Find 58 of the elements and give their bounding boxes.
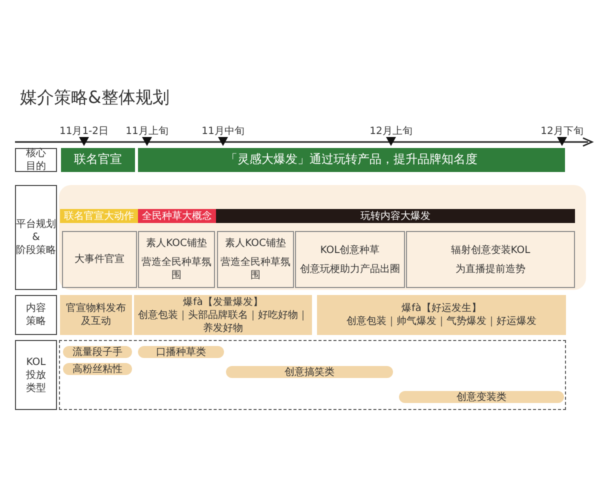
content-box bbox=[60, 295, 132, 335]
content-box bbox=[134, 295, 312, 335]
strategy-card bbox=[295, 231, 405, 288]
stage-bar bbox=[216, 209, 575, 223]
box-text: 玩转内容大爆发 bbox=[360, 210, 430, 222]
timeline-date: 11月中旬 bbox=[202, 124, 244, 138]
box-text: 营造全民种草氛围 bbox=[220, 256, 291, 282]
row-header-box bbox=[15, 295, 57, 335]
box-text: 创意包装｜头部品牌联名｜好吃好物｜养发好物 bbox=[137, 308, 309, 334]
box-text: 创意玩梗助力产品出圈 bbox=[300, 262, 400, 276]
box-text: 联名官宣 bbox=[74, 152, 122, 168]
kol-type-pill bbox=[138, 346, 224, 358]
row-header-box bbox=[15, 185, 57, 290]
box-text: 为直播提前造势 bbox=[456, 262, 526, 276]
box-text: 素人KOC铺垫 bbox=[225, 237, 286, 250]
timeline-date: 12月下旬 bbox=[540, 125, 584, 138]
box-text: 流量段子手 bbox=[72, 346, 122, 358]
content-box bbox=[317, 295, 566, 335]
goal-bar bbox=[61, 148, 135, 172]
kol-type-pill bbox=[226, 366, 393, 378]
box-text: 创意搞笑类 bbox=[284, 366, 334, 378]
row-label: 核心目的 bbox=[25, 147, 47, 173]
strategy-card bbox=[406, 231, 575, 288]
row-label: 平台规划 & 阶段策略 bbox=[15, 218, 57, 257]
box-text: 联名官宣大动作 bbox=[64, 210, 134, 222]
row-label: 内容策略 bbox=[25, 302, 47, 328]
box-text: 素人KOC铺垫 bbox=[146, 237, 207, 250]
box-text: KOL创意种草 bbox=[320, 244, 380, 256]
box-text: 官宣物料发布及互动 bbox=[65, 302, 127, 328]
diagram-title: 媒介策略&整体规划 bbox=[20, 87, 170, 109]
box-text: 创意变装类 bbox=[456, 390, 506, 404]
box-text: 创意包装｜帅气爆发｜气势爆发｜好运爆发 bbox=[346, 315, 536, 328]
box-text: 营造全民种草氛围 bbox=[141, 256, 212, 282]
box-text: 高粉丝粘性 bbox=[72, 362, 122, 376]
strategy-card bbox=[217, 231, 294, 288]
kol-type-pill bbox=[63, 346, 132, 358]
goal-bar bbox=[138, 148, 565, 172]
dashed-area bbox=[59, 340, 566, 410]
stage-bar bbox=[60, 209, 138, 223]
box-text: 全民种草大概念 bbox=[142, 210, 212, 222]
timeline-date: 11月上旬 bbox=[126, 124, 168, 138]
box-text: 爆fà【好运发生】 bbox=[402, 302, 482, 315]
stage-panel bbox=[59, 185, 586, 290]
timeline-date: 12月上旬 bbox=[370, 124, 412, 138]
box-text: 口播种草类 bbox=[156, 346, 206, 358]
strategy-card bbox=[62, 231, 137, 288]
box-text: 辐射创意变装KOL bbox=[450, 244, 530, 256]
row-label: KOL投放类型 bbox=[25, 356, 47, 394]
row-header-box bbox=[15, 340, 57, 410]
strategy-card bbox=[138, 231, 215, 288]
box-text: 爆fà【发量爆发】 bbox=[183, 296, 263, 308]
kol-type-pill bbox=[399, 391, 564, 403]
stage-bar bbox=[138, 209, 216, 223]
row-header-box bbox=[15, 148, 57, 172]
kol-type-pill bbox=[63, 363, 132, 375]
timeline-date: 11月1-2日 bbox=[59, 125, 109, 138]
box-text: 大事件官宣 bbox=[74, 253, 124, 266]
box-text: 「灵感大爆发」通过玩转产品，提升品牌知名度 bbox=[226, 152, 478, 168]
